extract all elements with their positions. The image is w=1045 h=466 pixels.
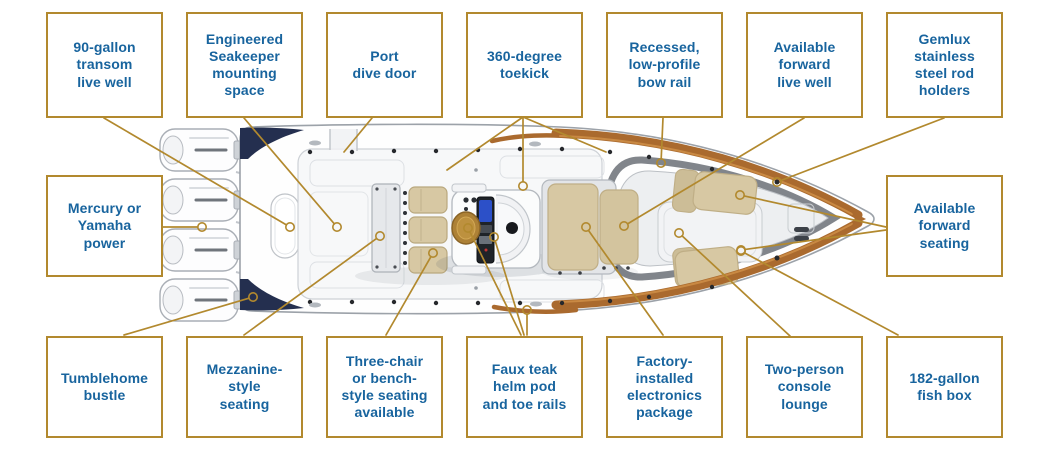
outboard-motor — [159, 278, 248, 322]
mfd-screen — [479, 200, 492, 222]
callout-marker-three-chair-seating-0 — [427, 248, 438, 259]
callout-console-lounge: Two-person console lounge — [746, 336, 863, 438]
console-lounge-seat — [541, 179, 639, 280]
callout-line-faux-teak-0 — [469, 230, 522, 336]
helm-console — [436, 183, 564, 277]
callout-line-mezzanine-seating-0 — [243, 237, 378, 336]
callout-label: Tumblehome bustle — [60, 369, 149, 403]
callout-label: Factory- installed electronics package — [626, 352, 703, 421]
callout-line-forward-seating-0 — [743, 195, 887, 228]
callout-electronics-package: Factory- installed electronics package — [606, 336, 723, 438]
teak-toe-rail-starboard — [491, 304, 579, 314]
outboard-motor — [159, 228, 248, 272]
bow-seating — [671, 168, 758, 289]
helm-chair — [408, 186, 448, 214]
callout-line-forward-seating-1 — [744, 229, 887, 251]
callout-marker-console-lounge-0 — [673, 228, 684, 239]
outboard-motor — [159, 178, 248, 222]
callout-power: Mercury or Yamaha power — [46, 175, 163, 277]
callout-line-port-dive-door-0 — [343, 117, 373, 153]
callout-marker-tumblehome-bustle-0 — [248, 291, 259, 302]
callout-marker-bow-rail-0 — [655, 158, 666, 169]
callout-label: Available forward seating — [913, 200, 976, 251]
callout-line-electronics-package-0 — [587, 229, 664, 336]
callout-marker-transom-live-well-0 — [284, 222, 295, 233]
callout-three-chair-seating: Three-chair or bench- style seating avai… — [326, 336, 443, 438]
tumblehome-bustle-port — [240, 127, 304, 159]
teak-bow-rim-starboard — [551, 218, 863, 310]
callout-marker-faux-teak-0 — [462, 223, 473, 234]
port-dive-door — [330, 129, 357, 150]
callout-marker-toekick-1 — [517, 181, 528, 192]
callout-line-console-lounge-0 — [681, 235, 791, 337]
teak-bow-rim-port — [551, 128, 863, 220]
callout-forward-seating: Available forward seating — [886, 175, 1003, 277]
callout-lines — [103, 116, 945, 337]
callout-port-dive-door: Port dive door — [326, 12, 443, 118]
callout-label: 182-gallon fish box — [909, 369, 980, 403]
callout-line-seakeeper-mounting-0 — [243, 117, 336, 225]
callout-gemlux-rod-holders: Gemlux stainless steel rod holders — [886, 12, 1003, 118]
callout-faux-teak: Faux teak helm pod and toe rails — [466, 336, 583, 438]
callout-label: Mezzanine- style seating — [206, 361, 283, 412]
callout-label: Faux teak helm pod and toe rails — [482, 361, 567, 412]
callout-marker-fish-box-0 — [735, 246, 746, 257]
callout-marker-electronics-package-0 — [580, 222, 591, 233]
callout-label: 90-gallon transom live well — [73, 39, 136, 90]
callout-marker-forward-seating-0 — [734, 190, 745, 201]
console-compass — [506, 222, 518, 234]
callout-marker-faux-teak-1 — [488, 232, 499, 243]
callout-bow-rail: Recessed, low-profile bow rail — [606, 12, 723, 118]
callout-label: Port dive door — [352, 47, 417, 81]
callout-label: Recessed, low-profile bow rail — [628, 39, 701, 90]
callout-tumblehome-bustle: Tumblehome bustle — [46, 336, 163, 438]
callout-marker-power-0 — [197, 222, 208, 233]
callout-marker-faux-teak-2 — [521, 304, 532, 315]
callout-line-forward-live-well-0 — [626, 117, 805, 225]
callout-marker-mezzanine-seating-0 — [374, 231, 385, 242]
callout-line-fish-box-0 — [743, 252, 899, 336]
callout-line-three-chair-seating-0 — [385, 255, 432, 336]
callout-transom-live-well: 90-gallon transom live well — [46, 12, 163, 118]
callout-label: Available forward live well — [773, 39, 836, 90]
callout-fish-box: 182-gallon fish box — [886, 336, 1003, 438]
outboard-motor — [159, 128, 248, 172]
callout-label: Two-person console lounge — [764, 361, 845, 412]
callout-mezzanine-seating: Mezzanine- style seating — [186, 336, 303, 438]
callout-label: Mercury or Yamaha power — [67, 200, 142, 251]
callout-line-gemlux-rod-holders-0 — [780, 117, 945, 182]
callout-label: Engineered Seakeeper mounting space — [205, 30, 284, 99]
callout-line-tumblehome-bustle-0 — [123, 297, 250, 336]
callout-line-toekick-2 — [522, 116, 607, 153]
callout-seakeeper-mounting: Engineered Seakeeper mounting space — [186, 12, 303, 118]
gemlux-rod-holder — [774, 179, 780, 185]
callout-toekick: 360-degree toekick — [466, 12, 583, 118]
callout-line-bow-rail-0 — [660, 117, 664, 160]
tumblehome-bustle-starboard — [240, 279, 304, 311]
deck-fittings — [307, 140, 780, 308]
callout-marker-gemlux-rod-holders-0 — [771, 177, 782, 188]
callout-line-transom-live-well-0 — [103, 117, 288, 226]
callout-line-toekick-0 — [446, 116, 524, 171]
helm-chair — [408, 216, 448, 244]
callout-line-faux-teak-1 — [494, 240, 525, 336]
callout-label: Gemlux stainless steel rod holders — [914, 30, 975, 99]
callout-marker-seakeeper-mounting-0 — [331, 222, 342, 233]
callout-label: Three-chair or bench- style seating avai… — [341, 352, 428, 421]
callout-forward-live-well: Available forward live well — [746, 12, 863, 118]
callout-label: 360-degree toekick — [487, 47, 562, 81]
callout-marker-forward-live-well-0 — [618, 221, 629, 232]
